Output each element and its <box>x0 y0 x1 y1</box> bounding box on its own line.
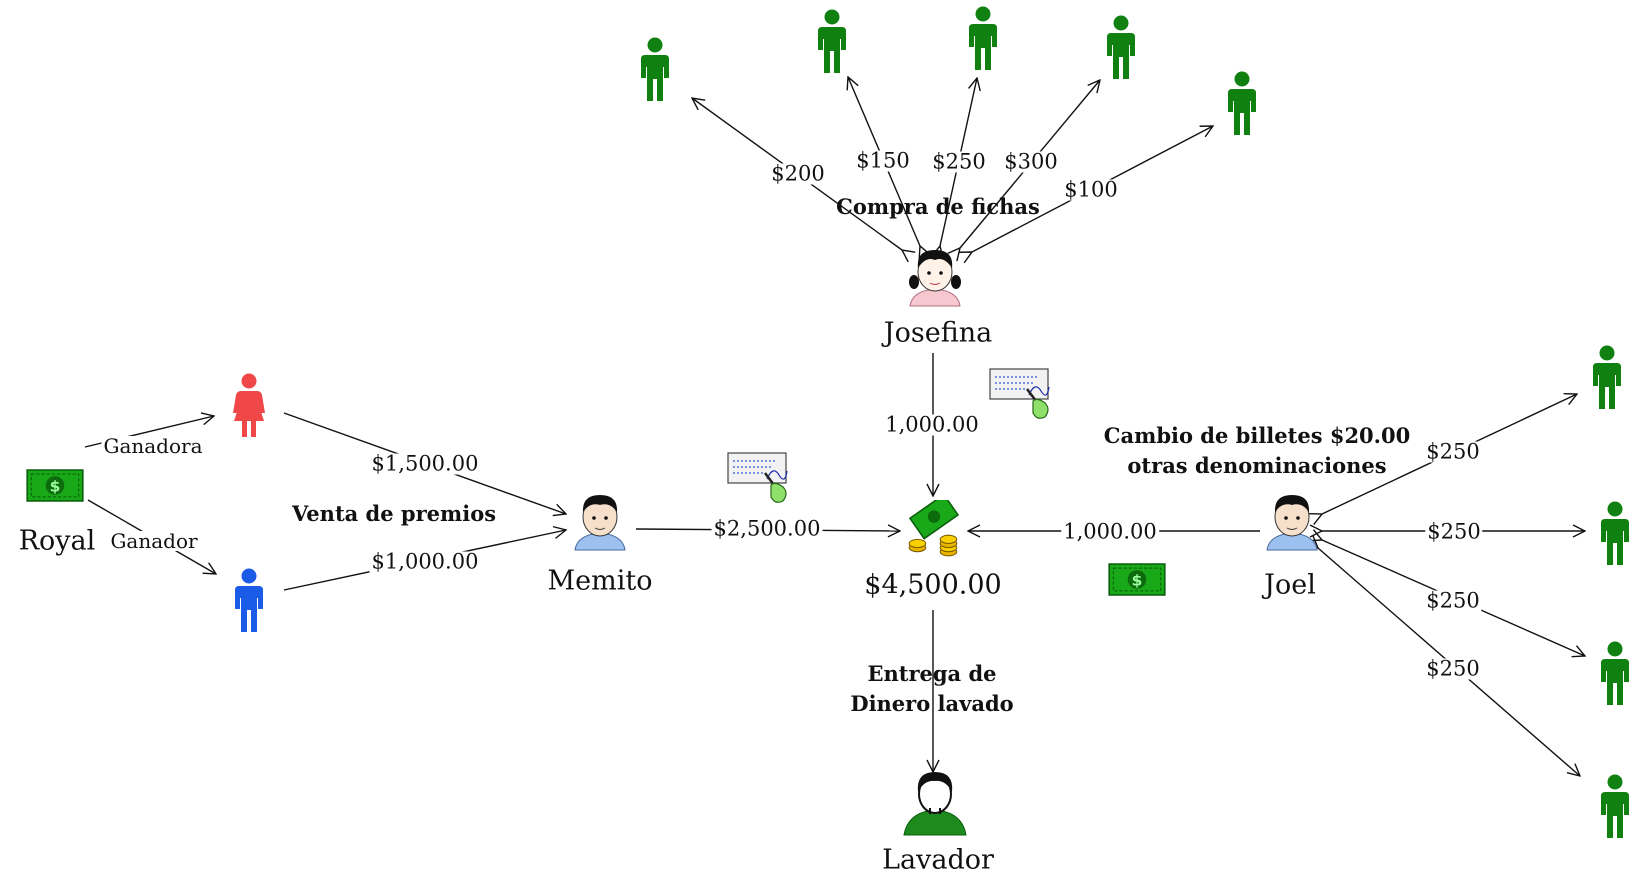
chip-amount-label: $200 <box>769 161 827 186</box>
bill-amount-label: $250 <box>1425 519 1483 544</box>
memito-label: Memito <box>547 565 653 597</box>
joel-label: Joel <box>1264 569 1316 601</box>
bill-amount-label: $250 <box>1424 439 1482 464</box>
person-icon <box>1593 345 1621 409</box>
person-icon <box>1601 501 1629 565</box>
person-icon <box>1601 641 1629 705</box>
josefina-amount-label: 1,000.00 <box>883 412 981 437</box>
chip-amount-label: $250 <box>930 149 988 174</box>
memito-face-icon <box>574 495 626 551</box>
center-total-label: $4,500.00 <box>864 569 1002 601</box>
ganador-label: Ganador <box>108 529 200 553</box>
cash-coins-icon <box>908 500 959 557</box>
lavador-label: Lavador <box>882 844 994 876</box>
joel-face-icon <box>1266 495 1318 551</box>
woman-person-icon <box>233 373 265 437</box>
chip-amount-label: $100 <box>1062 177 1120 202</box>
venta-annotation: Venta de premios <box>291 501 497 527</box>
amount-1500-label: $1,500.00 <box>369 451 481 476</box>
amount-2500-label: $2,500.00 <box>711 516 823 541</box>
compra-annotation: Compra de fichas <box>836 194 1040 220</box>
bill-amount-label: $250 <box>1424 588 1482 613</box>
amount-1000-label: $1,000.00 <box>369 549 481 574</box>
josefina-face-icon <box>909 250 961 307</box>
person-icon <box>641 37 669 101</box>
chip-amount-label: $300 <box>1002 149 1060 174</box>
check-signing-icon <box>989 367 1051 420</box>
joel-amount-label: 1,000.00 <box>1061 519 1159 544</box>
royal-label: Royal <box>18 525 96 557</box>
man-person-icon <box>235 568 263 632</box>
dollar-bill-icon <box>1108 563 1166 596</box>
cambio-line2: otras denominaciones <box>1127 453 1387 478</box>
cambio-annotation: Cambio de billetes $20.00 otras denomina… <box>1104 421 1410 481</box>
entrega-annotation: Entrega de Dinero lavado <box>850 659 1013 719</box>
entrega-line1: Entrega de <box>867 661 997 687</box>
bill-amount-label: $250 <box>1424 656 1482 681</box>
lavador-avatar-icon <box>903 772 967 836</box>
chip-amount-label: $150 <box>854 148 912 173</box>
entrega-line2: Dinero lavado <box>850 691 1014 716</box>
person-icon <box>1601 774 1629 838</box>
dollar-bill-icon <box>26 469 84 502</box>
cambio-line1: Cambio de billetes $20.00 <box>1103 423 1411 449</box>
person-icon <box>1107 15 1135 79</box>
person-icon <box>1228 71 1256 135</box>
ganadora-label: Ganadora <box>101 434 205 458</box>
check-signing-icon <box>727 451 789 504</box>
person-icon <box>818 9 846 73</box>
josefina-label: Josefina <box>883 317 993 349</box>
person-icon <box>969 6 997 70</box>
